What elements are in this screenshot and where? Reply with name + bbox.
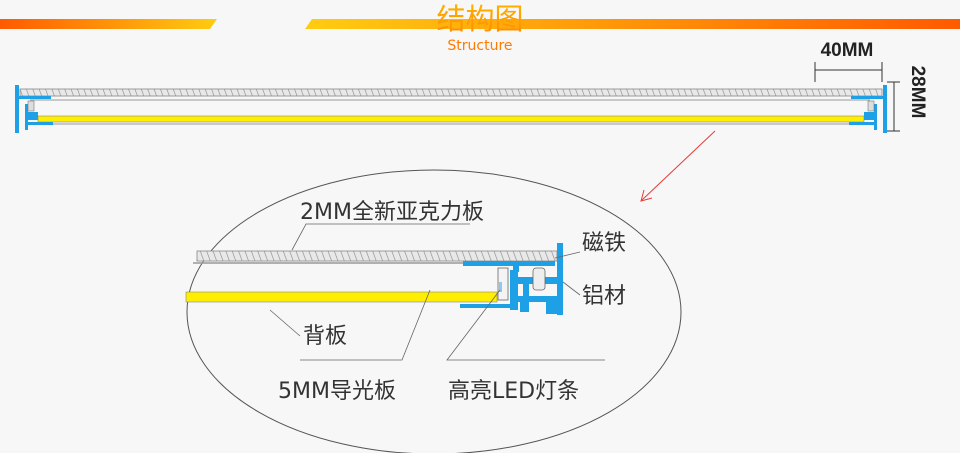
label-magnet: 磁铁 [582, 231, 626, 256]
label-acrylic: 2MM全新亚克力板 [300, 200, 484, 225]
page-subtitle: Structure [447, 38, 512, 54]
label-led-strip: 高亮LED灯条 [448, 379, 579, 404]
detail-ellipse [186, 169, 682, 453]
height-dimension-label: 28MM [907, 66, 928, 119]
label-backboard: 背板 [303, 324, 347, 349]
header-bar-left [0, 19, 217, 29]
page-title: 结构图 [436, 2, 523, 36]
label-light-guide: 5MM导光板 [278, 379, 396, 404]
leader-lines [269, 223, 605, 361]
width-dimension-line [814, 62, 883, 82]
zoom-arrow [640, 130, 716, 202]
width-dimension-label: 40MM [821, 40, 874, 61]
header-bar-right [305, 19, 960, 29]
height-dimension-line [887, 81, 900, 132]
detail-cross-section [185, 243, 563, 315]
label-aluminum: 铝材 [582, 284, 626, 309]
panel-cross-section [15, 85, 887, 133]
